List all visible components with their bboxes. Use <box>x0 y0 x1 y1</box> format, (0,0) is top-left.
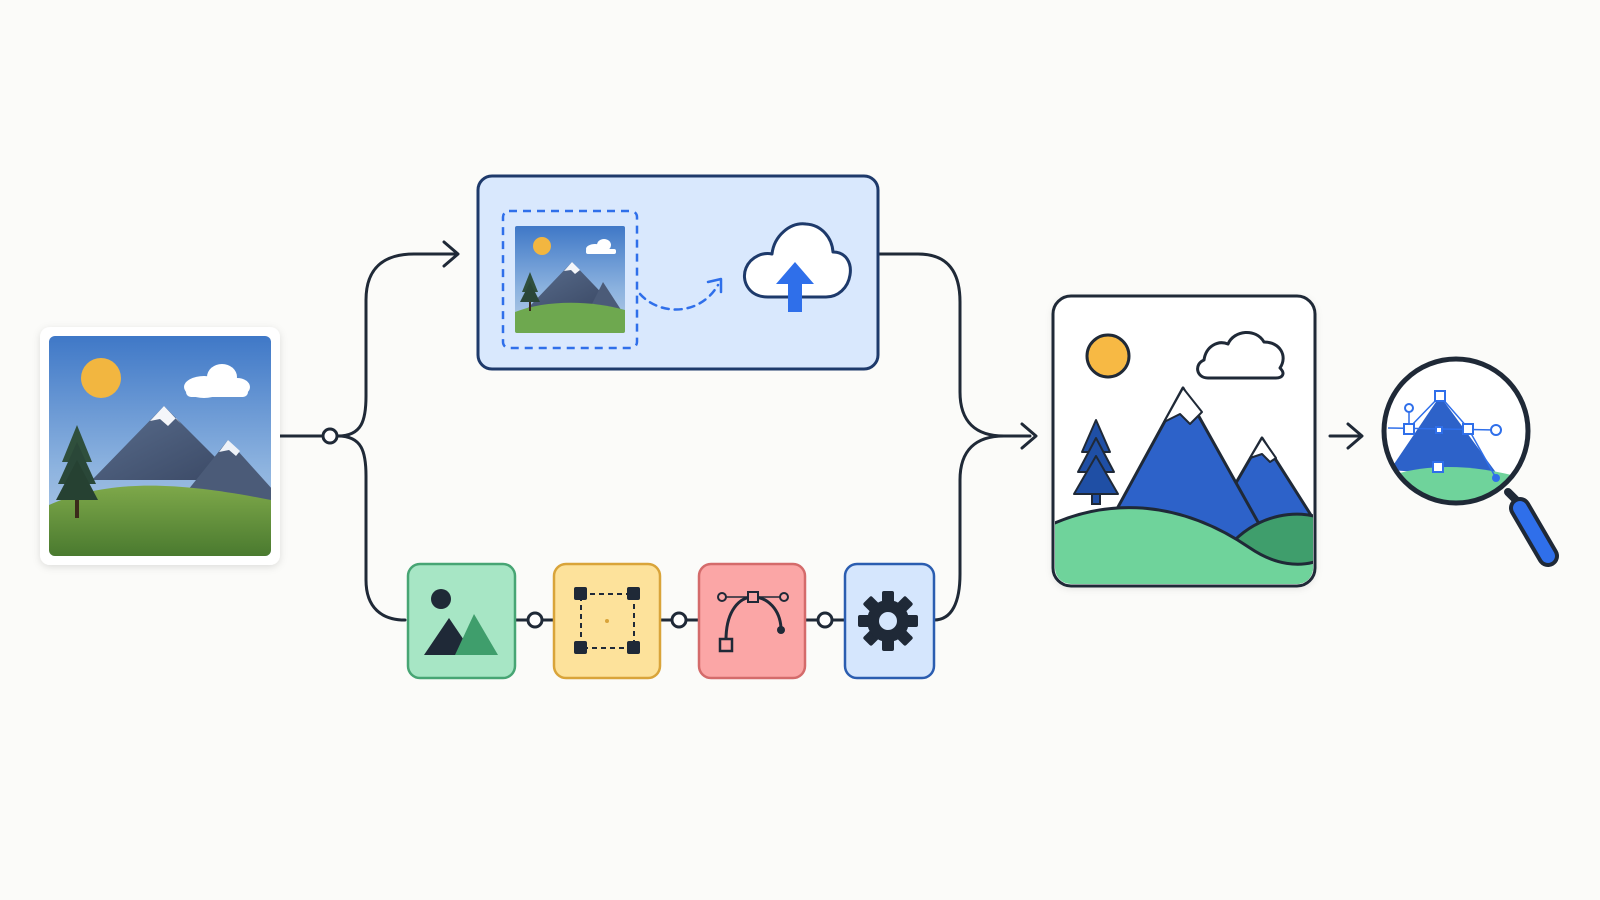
tile-node-3 <box>816 611 834 629</box>
tile-node-2 <box>670 611 688 629</box>
arrowhead-inspect <box>1346 422 1364 450</box>
bounding-box-icon <box>574 587 640 654</box>
connector-split-tiles <box>336 434 407 622</box>
gear-icon <box>858 591 918 651</box>
connector-split-upload <box>336 252 458 438</box>
transfer-arrowhead <box>706 277 723 294</box>
landscape-thumbnail-icon <box>515 226 625 333</box>
landscape-photo-icon <box>40 327 280 565</box>
image-icon <box>424 589 498 655</box>
connector-tiles-result <box>932 434 1006 622</box>
junction-nodes <box>321 427 834 629</box>
tile-bounding-box <box>552 562 662 680</box>
upload-panel <box>476 174 880 371</box>
split-node <box>321 427 339 445</box>
arrowhead-upload <box>442 240 460 268</box>
tile-image <box>406 562 517 680</box>
magnifier-icon <box>1381 356 1559 567</box>
arrowhead-result <box>1020 422 1038 450</box>
selection-frame <box>501 209 639 350</box>
bezier-curve-icon <box>717 591 789 653</box>
cloud-upload-icon <box>743 222 852 312</box>
tile-settings <box>843 562 936 680</box>
transfer-arrow <box>638 283 720 311</box>
tile-bezier <box>697 562 807 680</box>
tile-node-1 <box>526 611 544 629</box>
connectors <box>277 240 1364 622</box>
connector-upload-result <box>876 252 1032 438</box>
tool-tiles <box>406 562 936 680</box>
vector-landscape-icon <box>1051 294 1317 588</box>
